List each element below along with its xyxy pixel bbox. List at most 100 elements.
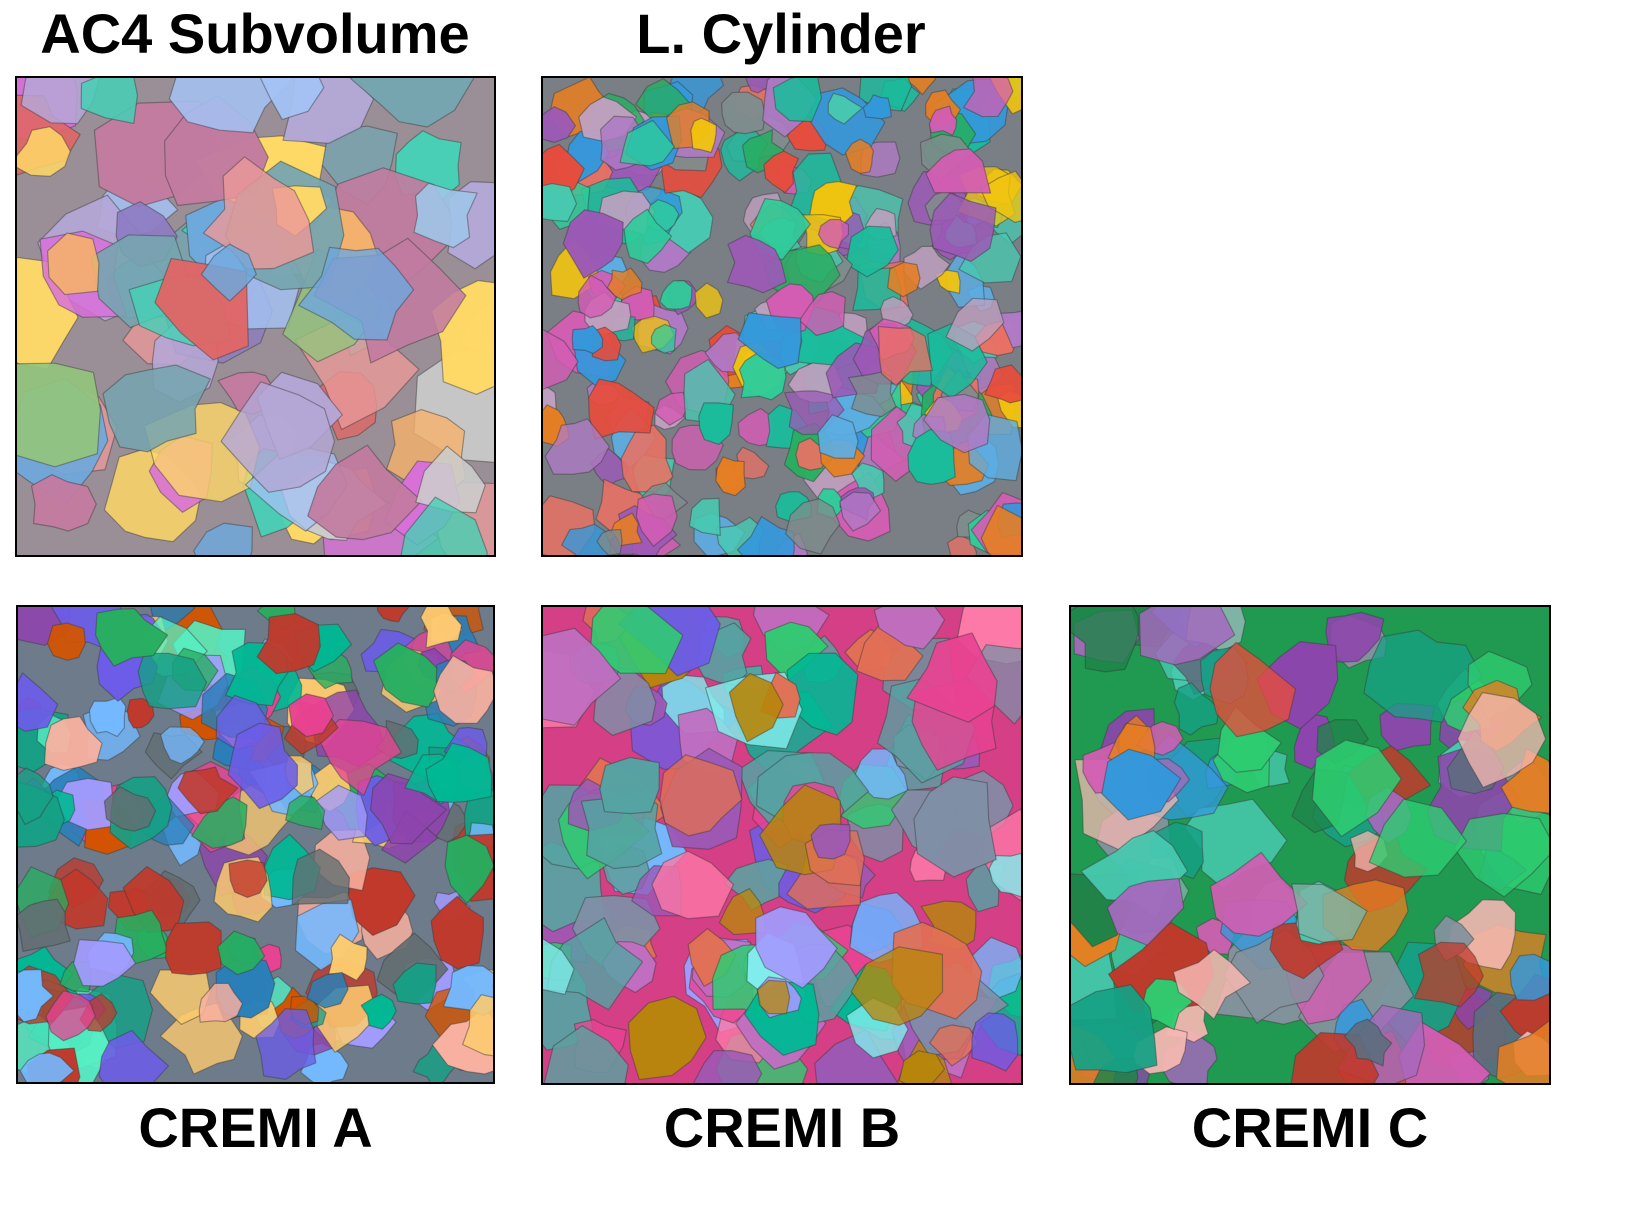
segment-region	[543, 328, 579, 391]
segment-region	[543, 627, 622, 726]
segment-region	[619, 119, 676, 167]
segment-region	[543, 106, 577, 144]
segment-region	[1209, 851, 1309, 937]
segment-region	[1291, 883, 1368, 943]
segment-region	[217, 930, 266, 976]
segment-region	[906, 632, 998, 723]
segment-region	[1172, 949, 1252, 1020]
segment-region	[963, 78, 1014, 118]
segment-region	[720, 91, 766, 135]
segment-region	[1106, 877, 1185, 946]
segment-region	[227, 722, 299, 810]
segment-region	[1363, 629, 1483, 723]
segment-region	[291, 848, 351, 906]
segment-region	[839, 491, 882, 532]
segment-region	[562, 209, 624, 279]
segment-region	[925, 148, 992, 194]
segment-region	[160, 726, 205, 765]
segment-region	[654, 391, 689, 426]
segment-region	[200, 243, 257, 302]
segment-region	[30, 474, 97, 532]
segment-region	[635, 493, 678, 547]
segment-region	[191, 796, 248, 849]
segment-region	[1209, 641, 1297, 738]
segment-region	[430, 895, 484, 970]
segmentation-panel-lcyl	[541, 76, 1023, 557]
panel-title-cremi-b: CREMI B	[663, 1096, 901, 1159]
segment-region	[259, 78, 325, 121]
segment-region	[588, 378, 655, 440]
segment-region	[94, 607, 169, 667]
segment-region	[256, 612, 321, 675]
segment-region	[844, 138, 875, 174]
segment-region	[715, 456, 746, 497]
segment-region	[887, 261, 921, 298]
segment-region	[1138, 607, 1236, 666]
segment-region	[795, 437, 830, 471]
segment-region	[420, 607, 463, 649]
segment-region	[606, 267, 643, 301]
segment-region	[433, 655, 493, 724]
segment-region	[1071, 984, 1158, 1074]
segmentation-panel-cremi-b	[541, 605, 1023, 1085]
panel-title-ac4: AC4 Subvolume	[40, 2, 470, 65]
segment-region	[596, 528, 623, 555]
segment-region	[755, 906, 838, 989]
segmentation-panel-cremi-c	[1069, 605, 1551, 1085]
segment-region	[571, 325, 604, 355]
segment-region	[623, 208, 673, 265]
segment-region	[1368, 798, 1468, 878]
segment-region	[43, 715, 103, 772]
segment-region	[47, 232, 100, 296]
segment-region	[772, 78, 823, 123]
segment-region	[220, 381, 336, 493]
panel-title-cremi-c: CREMI C	[1191, 1096, 1429, 1159]
segment-region	[1324, 611, 1385, 663]
segmentation-mosaic	[543, 78, 1021, 555]
segment-region	[306, 971, 349, 1009]
segment-region	[688, 497, 721, 537]
segment-region	[103, 786, 157, 832]
segment-region	[577, 274, 617, 319]
segment-region	[988, 852, 1021, 898]
segment-region	[444, 834, 493, 904]
segmentation-panel-ac4	[15, 76, 496, 557]
segment-region	[360, 993, 397, 1030]
segment-region	[690, 117, 717, 154]
segment-region	[413, 182, 478, 249]
segment-region	[164, 921, 222, 976]
segment-region	[763, 150, 800, 194]
segment-region	[728, 672, 784, 743]
segment-region	[928, 105, 958, 136]
segment-region	[817, 414, 859, 460]
segment-region	[997, 310, 1021, 349]
segment-region	[934, 269, 961, 294]
segment-region	[1173, 682, 1220, 736]
segment-region	[599, 756, 660, 815]
segment-region	[692, 1049, 763, 1083]
segment-region	[1509, 953, 1549, 1001]
segment-region	[348, 867, 416, 937]
segment-region	[845, 225, 899, 278]
segment-region	[98, 1029, 170, 1082]
segment-region	[659, 280, 693, 310]
segmentation-panel-cremi-a	[16, 605, 495, 1084]
segmentation-mosaic	[18, 607, 493, 1082]
segment-region	[544, 418, 610, 475]
segment-region	[17, 126, 71, 177]
segment-region	[168, 78, 293, 134]
segment-region	[971, 1012, 1019, 1072]
segment-region	[947, 534, 977, 555]
segment-region	[561, 523, 612, 555]
segment-region	[462, 994, 493, 1057]
segment-region	[88, 696, 127, 738]
segment-region	[1456, 691, 1547, 788]
segment-region	[328, 933, 368, 981]
segment-region	[349, 78, 475, 128]
segment-region	[45, 990, 97, 1042]
segment-region	[923, 393, 991, 454]
segment-region	[1311, 739, 1402, 838]
segment-region	[757, 979, 791, 1015]
segment-region	[298, 246, 415, 341]
panel-title-lcyl: L. Cylinder	[636, 2, 926, 65]
